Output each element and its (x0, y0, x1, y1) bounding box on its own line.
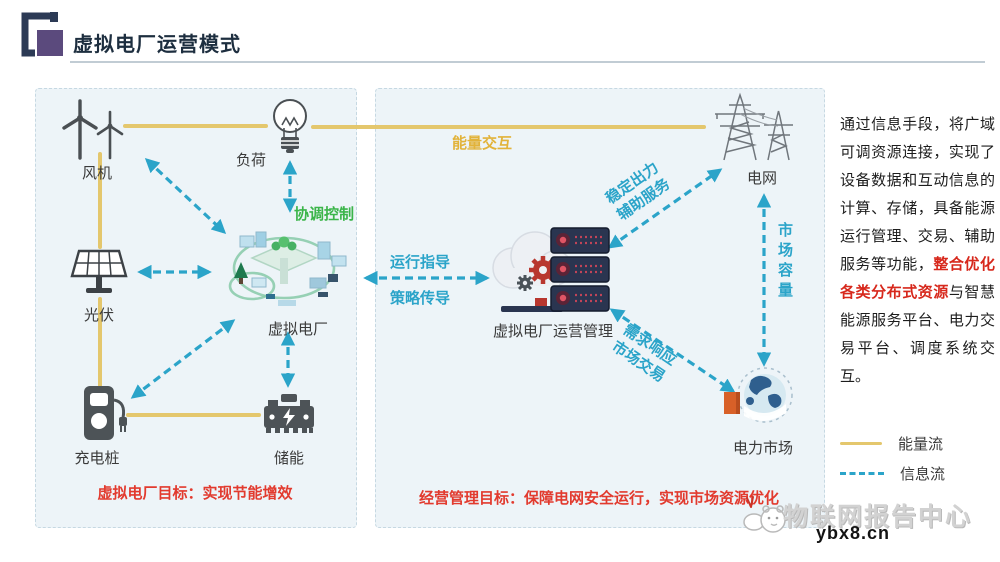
sidebar-text-after: 与智慧能源服务平台、电力交易平台、调度系统交互。 (840, 284, 995, 385)
brand-logo-icon (21, 12, 63, 57)
vpp-management-label: 虚拟电厂运营管理 (492, 323, 613, 340)
pv-panel-icon (70, 249, 128, 293)
legend-energy-row: 能量流 (840, 428, 945, 458)
watermark-mascot-icon (743, 496, 786, 533)
sidebar-text-before: 通过信息手段，将广域可调资源连接，实现了设备数据和互动信息的计算、存储，具备能源… (840, 116, 995, 273)
sidebar-text-highlight: 整合优化各类分布式资源 (840, 256, 995, 301)
vpp-label: 虚拟电厂 (267, 321, 328, 338)
charging-pile-icon (84, 386, 127, 440)
grid-label: 电网 (746, 170, 777, 187)
right-goal-text: 经营管理目标：保障电网安全运行，实现市场资源优化 (418, 490, 779, 507)
energy-exchange-label: 能量交互 (452, 135, 513, 152)
left-goal-text: 虚拟电厂目标：实现节能增效 (97, 485, 293, 502)
legend: 能量流 信息流 (840, 428, 945, 488)
wind-turbine-icon (62, 99, 124, 160)
title-divider (70, 61, 985, 63)
info-flow-label: 信息流 (900, 465, 946, 483)
power-grid-towers-icon (715, 92, 793, 161)
charger-label: 充电桩 (74, 450, 120, 467)
load-label: 负荷 (235, 152, 266, 169)
market-capacity-label: 市场容量 (776, 222, 793, 302)
watermark-site-url: ybx8.cn (816, 523, 891, 543)
wind-label: 风机 (81, 165, 112, 182)
market-label: 电力市场 (732, 440, 793, 457)
page-title: 虚拟电厂运营模式 (73, 34, 241, 56)
pv-label: 光伏 (83, 307, 114, 324)
energy-flow-line-sample (840, 441, 882, 445)
legend-info-row: 信息流 (840, 458, 945, 488)
power-market-globe-icon (724, 367, 793, 423)
cloud-server-icon (492, 227, 610, 312)
sidebar-description: 通过信息手段，将广域可调资源连接，实现了设备数据和互动信息的计算、存储，具备能源… (840, 111, 995, 391)
vpp-microgrid-illustration (228, 231, 347, 306)
strategy-transfer-label: 策略传导 (390, 290, 451, 307)
load-bulb-icon (273, 99, 307, 153)
info-flow-line-sample (840, 471, 884, 475)
storage-label: 储能 (273, 450, 304, 467)
operation-guidance-label: 运行指导 (390, 254, 451, 271)
watermark-site-name: 物联网报告中心 (783, 503, 973, 531)
storage-battery-icon (264, 394, 314, 433)
coordination-control-label: 协调控制 (294, 206, 355, 223)
energy-flow-label: 能量流 (898, 435, 944, 453)
